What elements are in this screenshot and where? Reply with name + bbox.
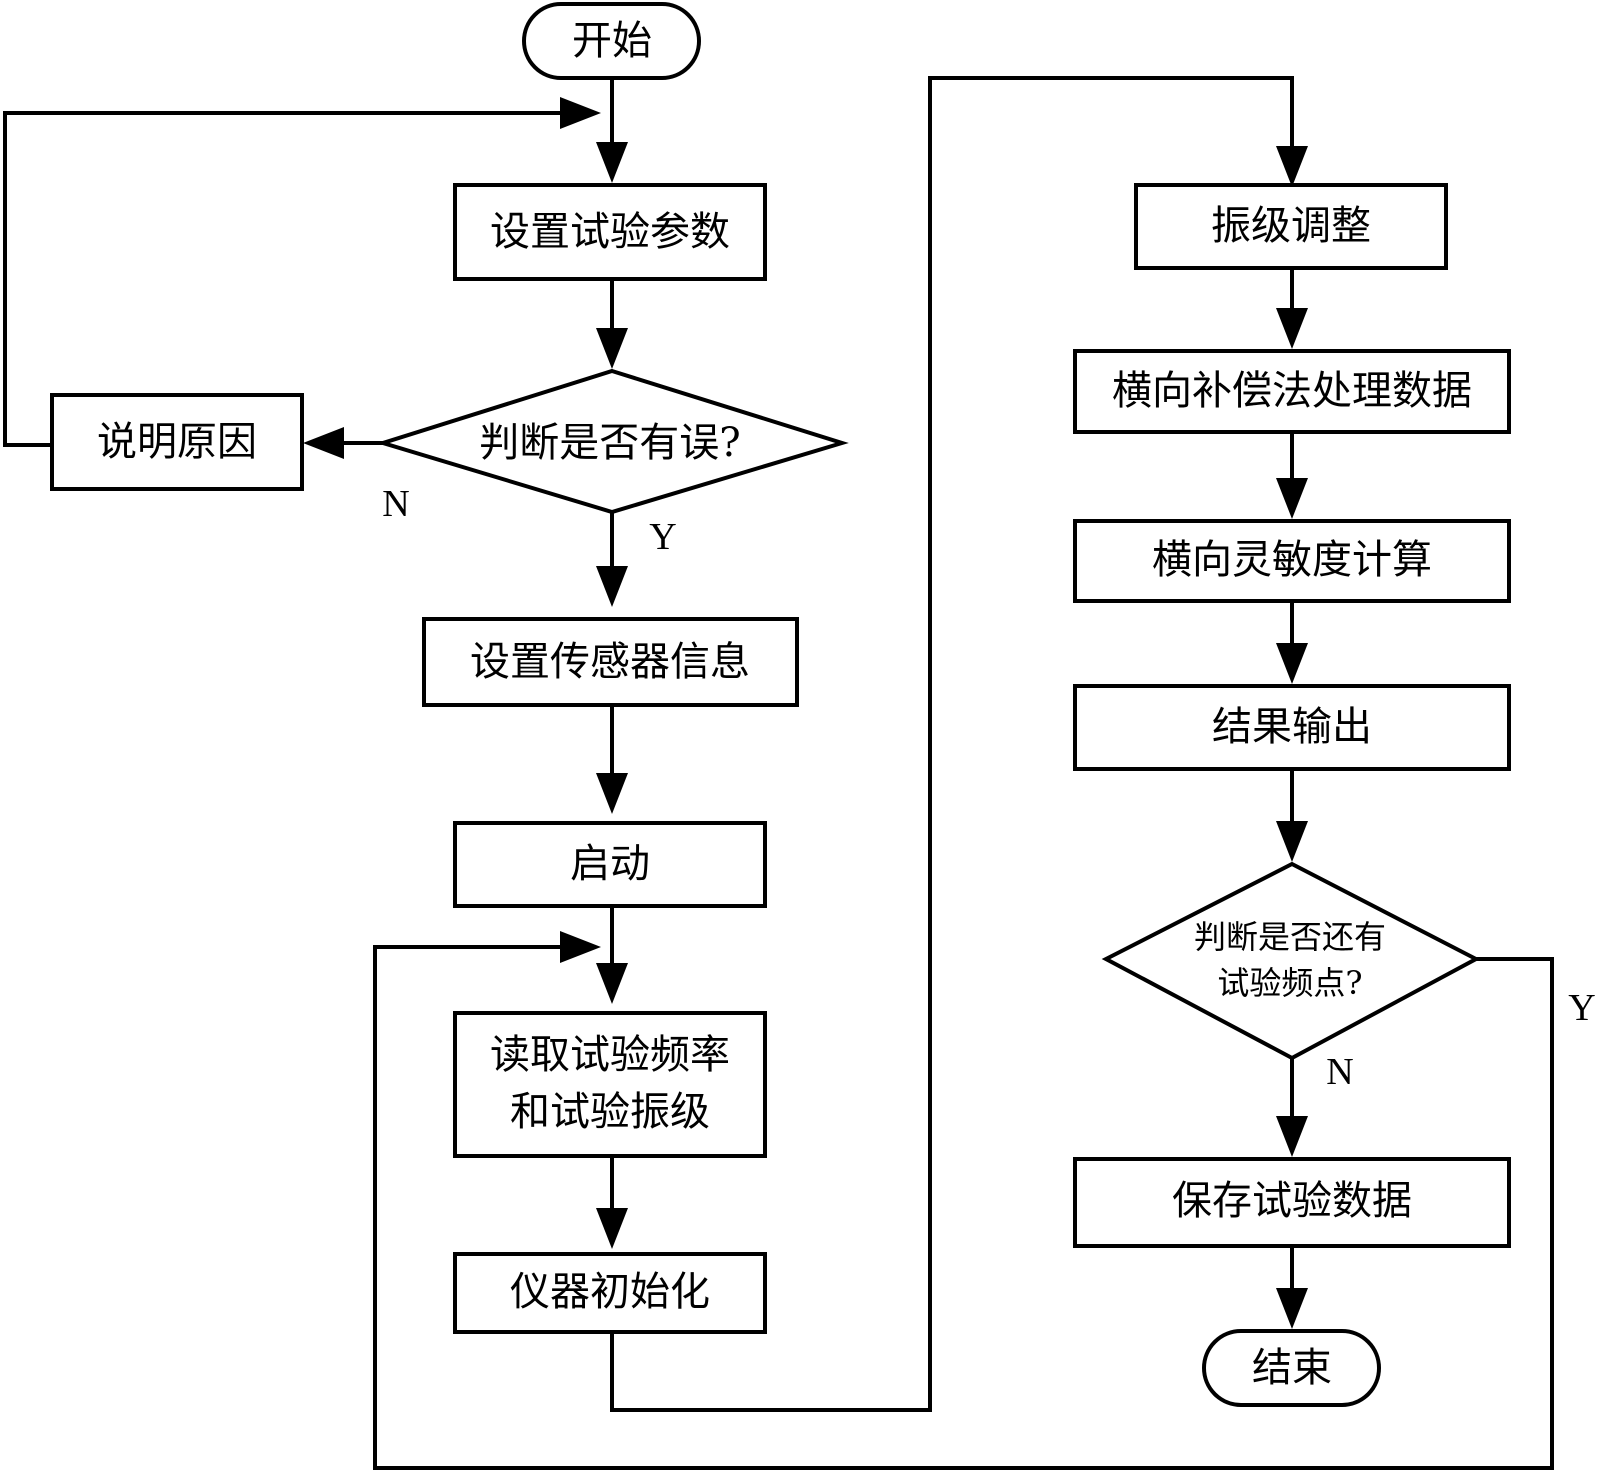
check-error-label: 判断是否有误? xyxy=(479,420,740,466)
node-launch: 启动 xyxy=(453,821,767,908)
node-save-data: 保存试验数据 xyxy=(1073,1157,1511,1248)
arrowhead-to-set-params xyxy=(596,142,628,183)
arrowhead-to-adjust-level xyxy=(1276,146,1308,187)
arrowhead-to-launch xyxy=(596,773,628,814)
lateral-sensitivity-label: 横向灵敏度计算 xyxy=(1152,537,1432,583)
init-instrument-box xyxy=(453,1252,767,1334)
lateral-sensitivity-box xyxy=(1073,519,1511,603)
edge-label-error-yes: Y xyxy=(649,516,676,558)
end-terminal-shape xyxy=(1202,1329,1381,1407)
arrowhead-loop-into-read-trunk xyxy=(560,931,601,963)
init-instrument-label: 仪器初始化 xyxy=(510,1269,710,1315)
node-check-more: 判断是否还有 试验频点? xyxy=(1101,861,1481,1061)
arrowhead-to-set-sensor xyxy=(596,566,628,607)
check-error-diamond xyxy=(376,368,849,515)
arrowhead-to-output xyxy=(1276,643,1308,684)
arrowhead-to-sensitivity xyxy=(1276,478,1308,519)
save-data-box xyxy=(1073,1157,1511,1248)
start-label: 开始 xyxy=(572,18,652,64)
edge-label-error-no: N xyxy=(382,483,409,525)
node-read-freq: 读取试验频率 和试验振级 xyxy=(453,1011,767,1158)
arrowhead-to-explain-reason xyxy=(303,427,344,459)
launch-box xyxy=(453,821,767,908)
adjust-level-box xyxy=(1134,183,1448,270)
set-params-label: 设置试验参数 xyxy=(490,209,730,255)
read-freq-label-line2: 和试验振级 xyxy=(510,1089,710,1135)
node-lateral-sensitivity: 横向灵敏度计算 xyxy=(1073,519,1511,603)
node-end: 结束 xyxy=(1202,1329,1381,1407)
arrowhead-loop-into-trunk xyxy=(560,97,601,129)
lateral-compensation-box xyxy=(1073,349,1511,434)
edge-explain-reason-loop-back xyxy=(3,111,562,447)
node-adjust-level: 振级调整 xyxy=(1134,183,1448,270)
edge-label-more-no: N xyxy=(1326,1051,1353,1093)
check-more-diamond xyxy=(1101,861,1481,1061)
arrowheads xyxy=(303,97,1308,1329)
adjust-level-label: 振级调整 xyxy=(1211,203,1371,249)
check-more-label-line2: 试验频点? xyxy=(1217,964,1362,1002)
save-data-label: 保存试验数据 xyxy=(1172,1178,1412,1224)
end-label: 结束 xyxy=(1252,1345,1332,1391)
arrowhead-to-check-error xyxy=(596,328,628,369)
arrowhead-to-save xyxy=(1276,1116,1308,1157)
arrowhead-to-read-freq xyxy=(596,963,628,1004)
node-init-instrument: 仪器初始化 xyxy=(453,1252,767,1334)
check-more-label-line1: 判断是否还有 xyxy=(1194,918,1386,956)
start-terminal-shape xyxy=(522,2,701,80)
connector-lines xyxy=(3,76,1554,1470)
edge-init-to-adjust-level xyxy=(610,76,1294,1412)
node-output-result: 结果输出 xyxy=(1073,684,1511,771)
explain-reason-label: 说明原因 xyxy=(97,419,257,465)
node-set-params: 设置试验参数 xyxy=(453,183,767,281)
node-start: 开始 xyxy=(522,2,701,80)
lateral-compensation-label: 横向补偿法处理数据 xyxy=(1112,368,1472,414)
set-sensor-box xyxy=(422,617,799,707)
arrowhead-to-check-more xyxy=(1276,821,1308,862)
explain-reason-box xyxy=(50,393,304,491)
set-params-box xyxy=(453,183,767,281)
arrowhead-to-end xyxy=(1276,1288,1308,1329)
arrowhead-to-compensation xyxy=(1276,308,1308,349)
read-freq-label-line1: 读取试验频率 xyxy=(490,1032,730,1078)
edge-more-points-loop-back xyxy=(373,945,1554,1470)
read-freq-box xyxy=(453,1011,767,1158)
node-lateral-compensation: 横向补偿法处理数据 xyxy=(1073,349,1511,434)
set-sensor-label: 设置传感器信息 xyxy=(470,639,750,685)
output-result-label: 结果输出 xyxy=(1212,704,1372,750)
launch-label: 启动 xyxy=(570,841,650,887)
node-explain-reason: 说明原因 xyxy=(50,393,304,491)
edge-label-more-yes: Y xyxy=(1568,987,1595,1029)
node-set-sensor: 设置传感器信息 xyxy=(422,617,799,707)
node-check-error: 判断是否有误? xyxy=(376,368,849,515)
output-result-box xyxy=(1073,684,1511,771)
arrowhead-to-init-instrument xyxy=(596,1208,628,1249)
